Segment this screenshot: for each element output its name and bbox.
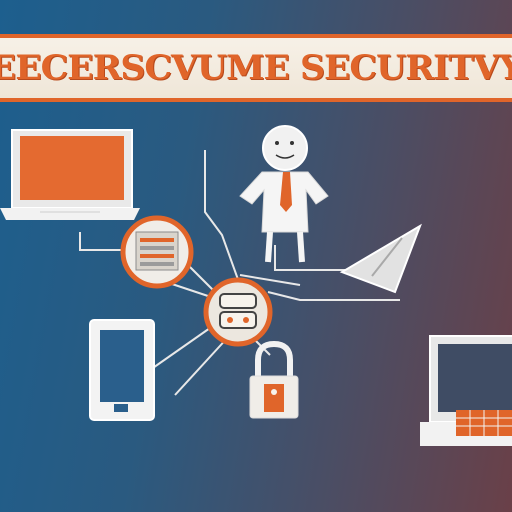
triangle-warning-icon [339, 223, 422, 294]
padlock-icon [249, 340, 299, 419]
laptop-icon [0, 129, 140, 220]
person-icon [239, 125, 329, 263]
connection-lines [79, 150, 400, 396]
wire-hub-tablet-2 [174, 334, 231, 396]
title-banner: EECERSCVUME SECURITVY [0, 34, 512, 102]
wire-hub-right [239, 274, 301, 286]
hub-icon [203, 277, 273, 347]
wire-center-hub [204, 150, 241, 286]
banner-title: EECERSCVUME SECURITVY [0, 48, 512, 88]
folder-icon [120, 215, 194, 289]
wire-hub-triangle [267, 291, 400, 301]
tablet-icon [89, 319, 155, 421]
wire-person-triangle [274, 245, 360, 271]
monitor-icon [420, 335, 512, 446]
wire-laptop-folder [79, 232, 130, 251]
wire-hub-tablet [149, 327, 211, 371]
